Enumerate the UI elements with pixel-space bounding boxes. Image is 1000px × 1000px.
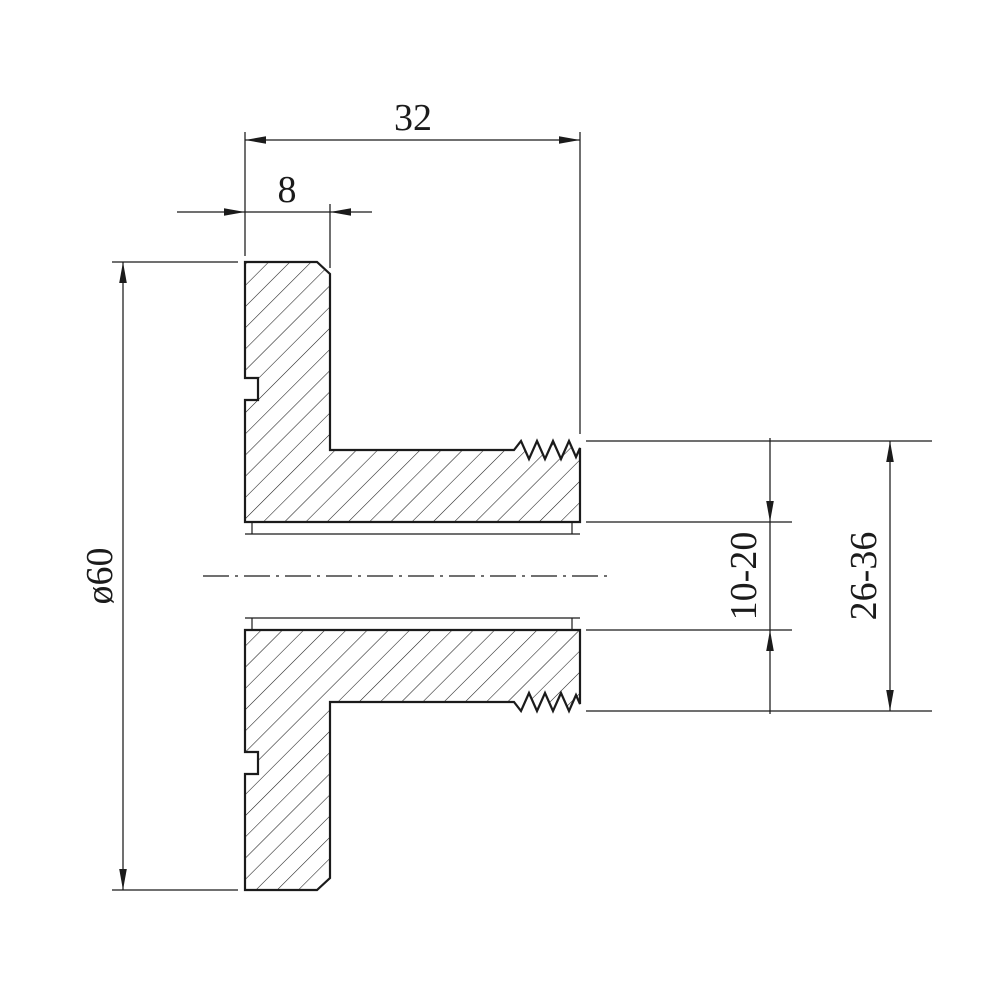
part-upper-section xyxy=(243,260,582,524)
dimension-bore-diameter: 10-20 xyxy=(586,438,792,714)
arrowhead-top xyxy=(886,441,894,462)
dimension-label-hub-diameter: 26-36 xyxy=(843,532,885,621)
dimension-label-flange-diameter: ø60 xyxy=(79,548,121,605)
dimension-hub-diameter: 26-36 xyxy=(586,440,932,712)
arrowhead-top xyxy=(119,262,127,283)
dimension-flange-diameter: ø60 xyxy=(79,261,238,891)
part-lower-section xyxy=(243,628,582,892)
arrowhead-right xyxy=(330,208,351,216)
arrowhead-top xyxy=(766,501,774,522)
arrowhead-left xyxy=(245,136,266,144)
dimension-label-flange-thickness: 8 xyxy=(278,169,297,211)
arrowhead-bottom xyxy=(119,869,127,890)
dimension-label-bore-diameter: 10-20 xyxy=(723,532,765,621)
dimension-label-overall-length: 32 xyxy=(394,97,432,139)
dimension-flange-thickness: 8 xyxy=(177,169,372,268)
arrowhead-bottom xyxy=(886,690,894,711)
arrowhead-bottom xyxy=(766,630,774,651)
arrowhead-left xyxy=(224,208,245,216)
part-section xyxy=(203,260,612,892)
dimension-overall-length: 32 xyxy=(244,97,581,434)
arrowhead-right xyxy=(559,136,580,144)
